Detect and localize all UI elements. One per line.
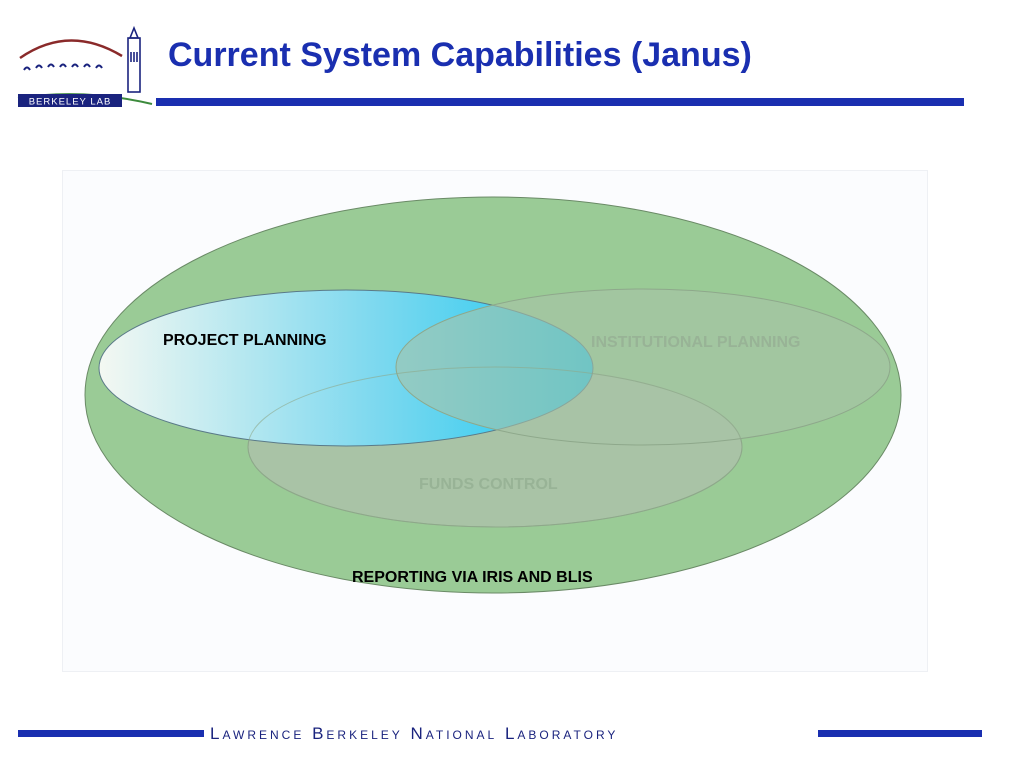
logo-text: BERKELEY LAB [29,97,112,108]
institutional-planning-label: INSTITUTIONAL PLANNING [591,334,801,351]
funds-control-label: FUNDS CONTROL [419,476,558,493]
reporting-label: REPORTING VIA IRIS AND BLIS [352,569,593,586]
capabilities-diagram: PROJECT PLANNING INSTITUTIONAL PLANNING … [62,170,928,672]
footer-text: Lawrence Berkeley National Laboratory [210,724,619,743]
institutional-planning-oval [395,288,891,446]
project-planning-label: PROJECT PLANNING [163,332,327,349]
page-title: Current System Capabilities (Janus) [168,36,752,74]
footer-bar-right [818,730,982,737]
title-rule [156,98,964,106]
footer-bar-left [18,730,204,737]
berkeley-lab-logo: BERKELEY LAB [17,25,153,108]
